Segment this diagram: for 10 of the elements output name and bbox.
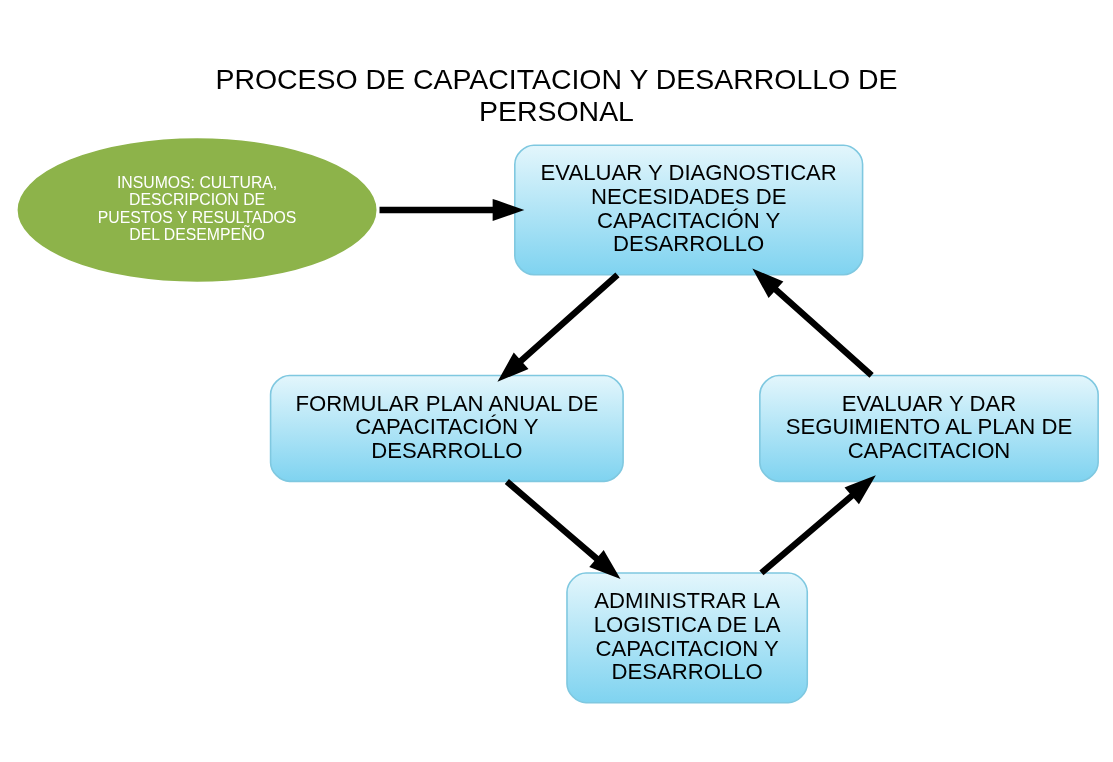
arrow <box>497 272 620 382</box>
node-box: EVALUAR Y DIAGNOSTICAR NECESIDADES DE CAPACITACIÓN Y DESARROLLO <box>514 143 864 276</box>
node-box: EVALUAR Y DAR SEGUIMIENTO AL PLAN DE CAPACITACION <box>759 374 1099 482</box>
diagram-title: PROCESO DE CAPACITACION Y DESARROLLO DE PERSONAL <box>215 62 898 127</box>
arrow <box>379 198 525 221</box>
arrow <box>504 478 621 579</box>
node-box: FORMULAR PLAN ANUAL DE CAPACITACIÓN Y DESARROLLO <box>269 374 624 482</box>
node-box: ADMINISTRAR LA LOGISTICA DE LA CAPACITACION Y DESARROLLO <box>566 571 809 703</box>
arrow <box>759 474 876 575</box>
arrow <box>752 268 874 378</box>
